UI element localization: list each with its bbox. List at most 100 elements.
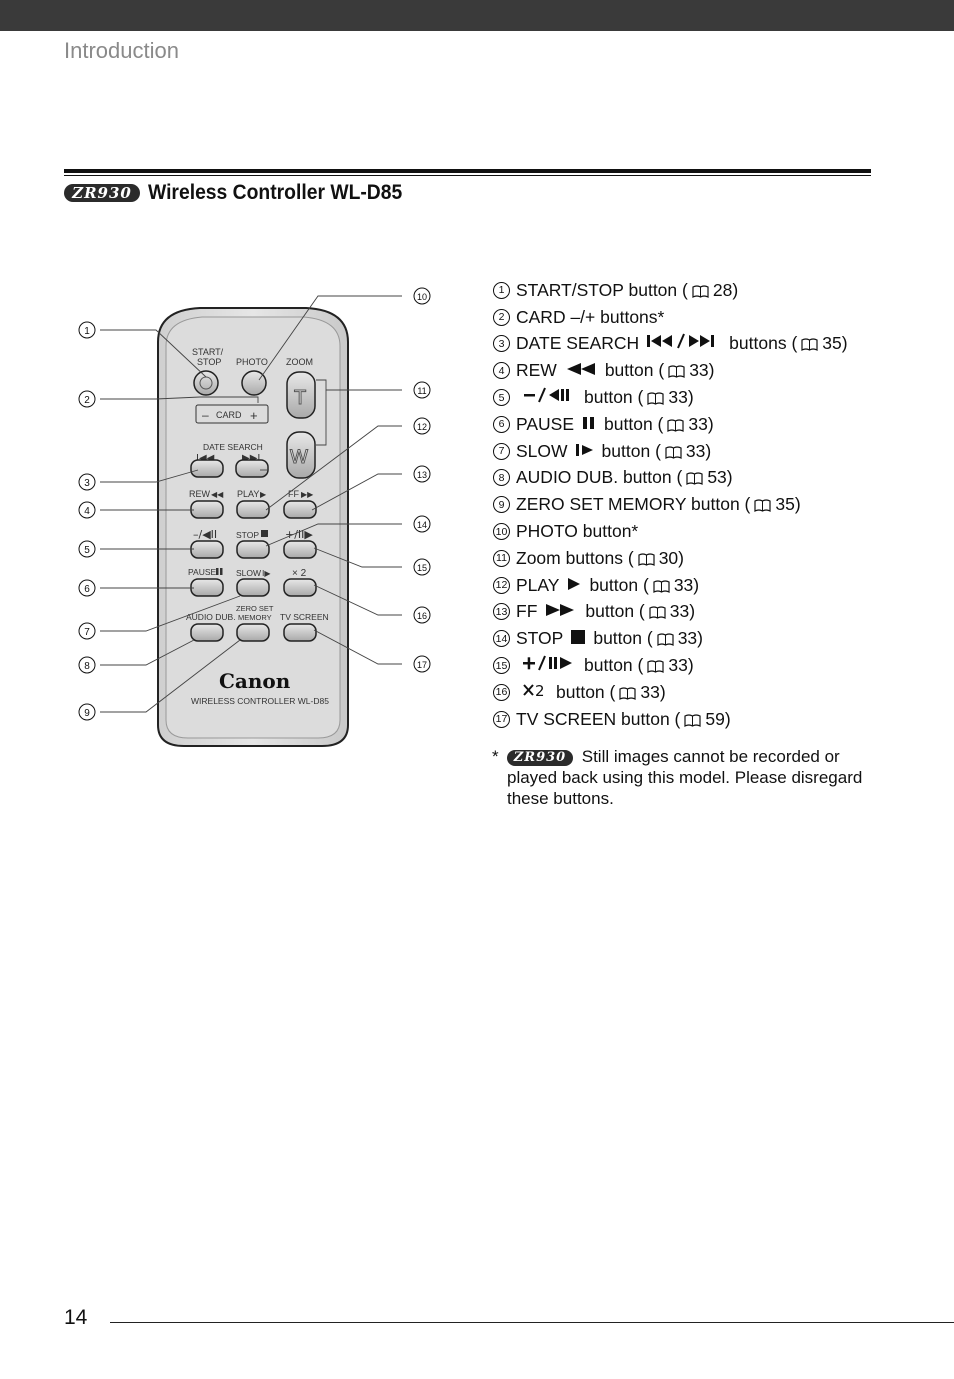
x2-icon: 2 [522,682,550,703]
section-title: Introduction [64,38,179,63]
heading-rule [64,169,871,173]
frame-back-button[interactable] [190,540,224,559]
stop-icon [569,628,587,649]
legend-label: Zoom buttons ( [516,547,634,568]
date-search-prev-button[interactable] [190,459,224,478]
callout-6: 6 [78,579,96,597]
legend-closing: ) [697,628,703,649]
photo-button[interactable] [241,370,267,396]
book-icon [663,414,688,435]
legend-label-cont: button ( [593,628,653,649]
book-icon [661,441,686,462]
legend-closing: ) [708,360,715,381]
model-badge: ZR930 [64,184,140,202]
svg-text:I▶: I▶ [262,569,271,578]
remote-diagram: START/ STOP PHOTO ZOOM T W – CARD + DATE… [78,287,431,747]
legend-closing: ) [841,333,848,354]
legend-label-cont: button ( [584,655,644,676]
label-audio-dub: AUDIO DUB. [186,612,236,622]
book-icon [634,548,659,569]
svg-text:10: 10 [417,292,427,302]
tv-screen-button[interactable] [283,623,317,642]
pause-button[interactable] [190,578,224,597]
legend-closing: ) [693,574,700,595]
legend-closing: ) [687,655,694,676]
footer-rule [110,1322,954,1323]
legend-label: TV SCREEN button ( [516,708,681,729]
page-reference: 33 [640,681,660,702]
ff-icon [543,601,579,622]
legend-label-cont: button ( [604,413,664,434]
legend-closing: ) [678,547,684,568]
zoom-t-button[interactable] [286,371,316,419]
svg-text:4: 4 [84,506,90,517]
label-start-stop-2: STOP [197,357,221,367]
legend-closing: ) [732,279,739,300]
legend-label: START/STOP button ( [516,279,688,300]
legend-label: PAUSE [516,413,575,434]
play-icon [565,575,583,596]
callout-11: 11 [413,381,431,399]
label-slow: SLOW [236,568,261,578]
audio-dub-button[interactable] [190,623,224,642]
legend-closing: ) [689,601,696,622]
svg-text:▶▶I: ▶▶I [242,453,260,464]
x2-button[interactable] [283,578,317,597]
svg-text:2: 2 [84,395,90,406]
frame-forward-button[interactable] [283,540,317,559]
legend-label: REW [516,360,557,381]
callout-4: 4 [78,501,96,519]
label-card: CARD [216,410,242,420]
footnote-text: Still images cannot be recorded or playe… [507,747,863,808]
rew-icon [563,360,599,381]
callout-8: 8 [78,656,96,674]
legend-closing: ) [659,681,666,702]
svg-text:7: 7 [84,627,90,638]
page-reference: 33 [668,387,688,408]
page-reference: 59 [705,708,725,729]
slow-button[interactable] [236,578,270,597]
svg-text:1: 1 [84,326,90,337]
ff-button[interactable] [283,500,317,519]
start-stop-button[interactable] [193,370,219,396]
play-button[interactable] [236,500,270,519]
legend-label: PHOTO button* [516,521,639,542]
callout-9: 9 [78,703,96,721]
label-zero-set: ZERO SET [236,604,274,613]
rew-button[interactable] [190,500,224,519]
page-reference: 33 [677,628,698,649]
page-reference: 33 [685,440,706,461]
page-reference: 35 [775,494,795,515]
stop-button[interactable] [236,540,270,559]
legend-label: CARD –/+ buttons* [516,306,665,327]
heading: ZR930 Wireless Controller WL-D85 [64,178,424,208]
legend-label-cont: buttons ( [729,333,798,354]
callout-7: 7 [78,622,96,640]
legend-number: 14 [493,630,510,648]
zoom-w-button[interactable] [286,431,316,479]
zoom-w-label: W [290,447,308,468]
page-reference: 33 [669,601,690,622]
callout-13: 13 [413,465,431,483]
zero-set-memory-button[interactable] [236,623,270,642]
legend-label: SLOW [516,440,568,461]
label-pause: PAUSE [188,567,217,577]
legend-item-5: 5 button (33) [493,384,848,411]
legend-label: DATE SEARCH [516,333,640,354]
svg-text:5: 5 [84,545,90,556]
date-search-next-button[interactable] [235,459,269,478]
book-icon [680,709,705,730]
label-zero-set-2: MEMORY [238,613,272,622]
page-reference: 35 [822,333,842,354]
svg-text:–: – [202,408,209,422]
svg-text:15: 15 [417,563,427,573]
label-start-stop: START/ [192,347,224,357]
svg-text:9: 9 [84,708,90,719]
legend-label-cont: button ( [589,574,649,595]
